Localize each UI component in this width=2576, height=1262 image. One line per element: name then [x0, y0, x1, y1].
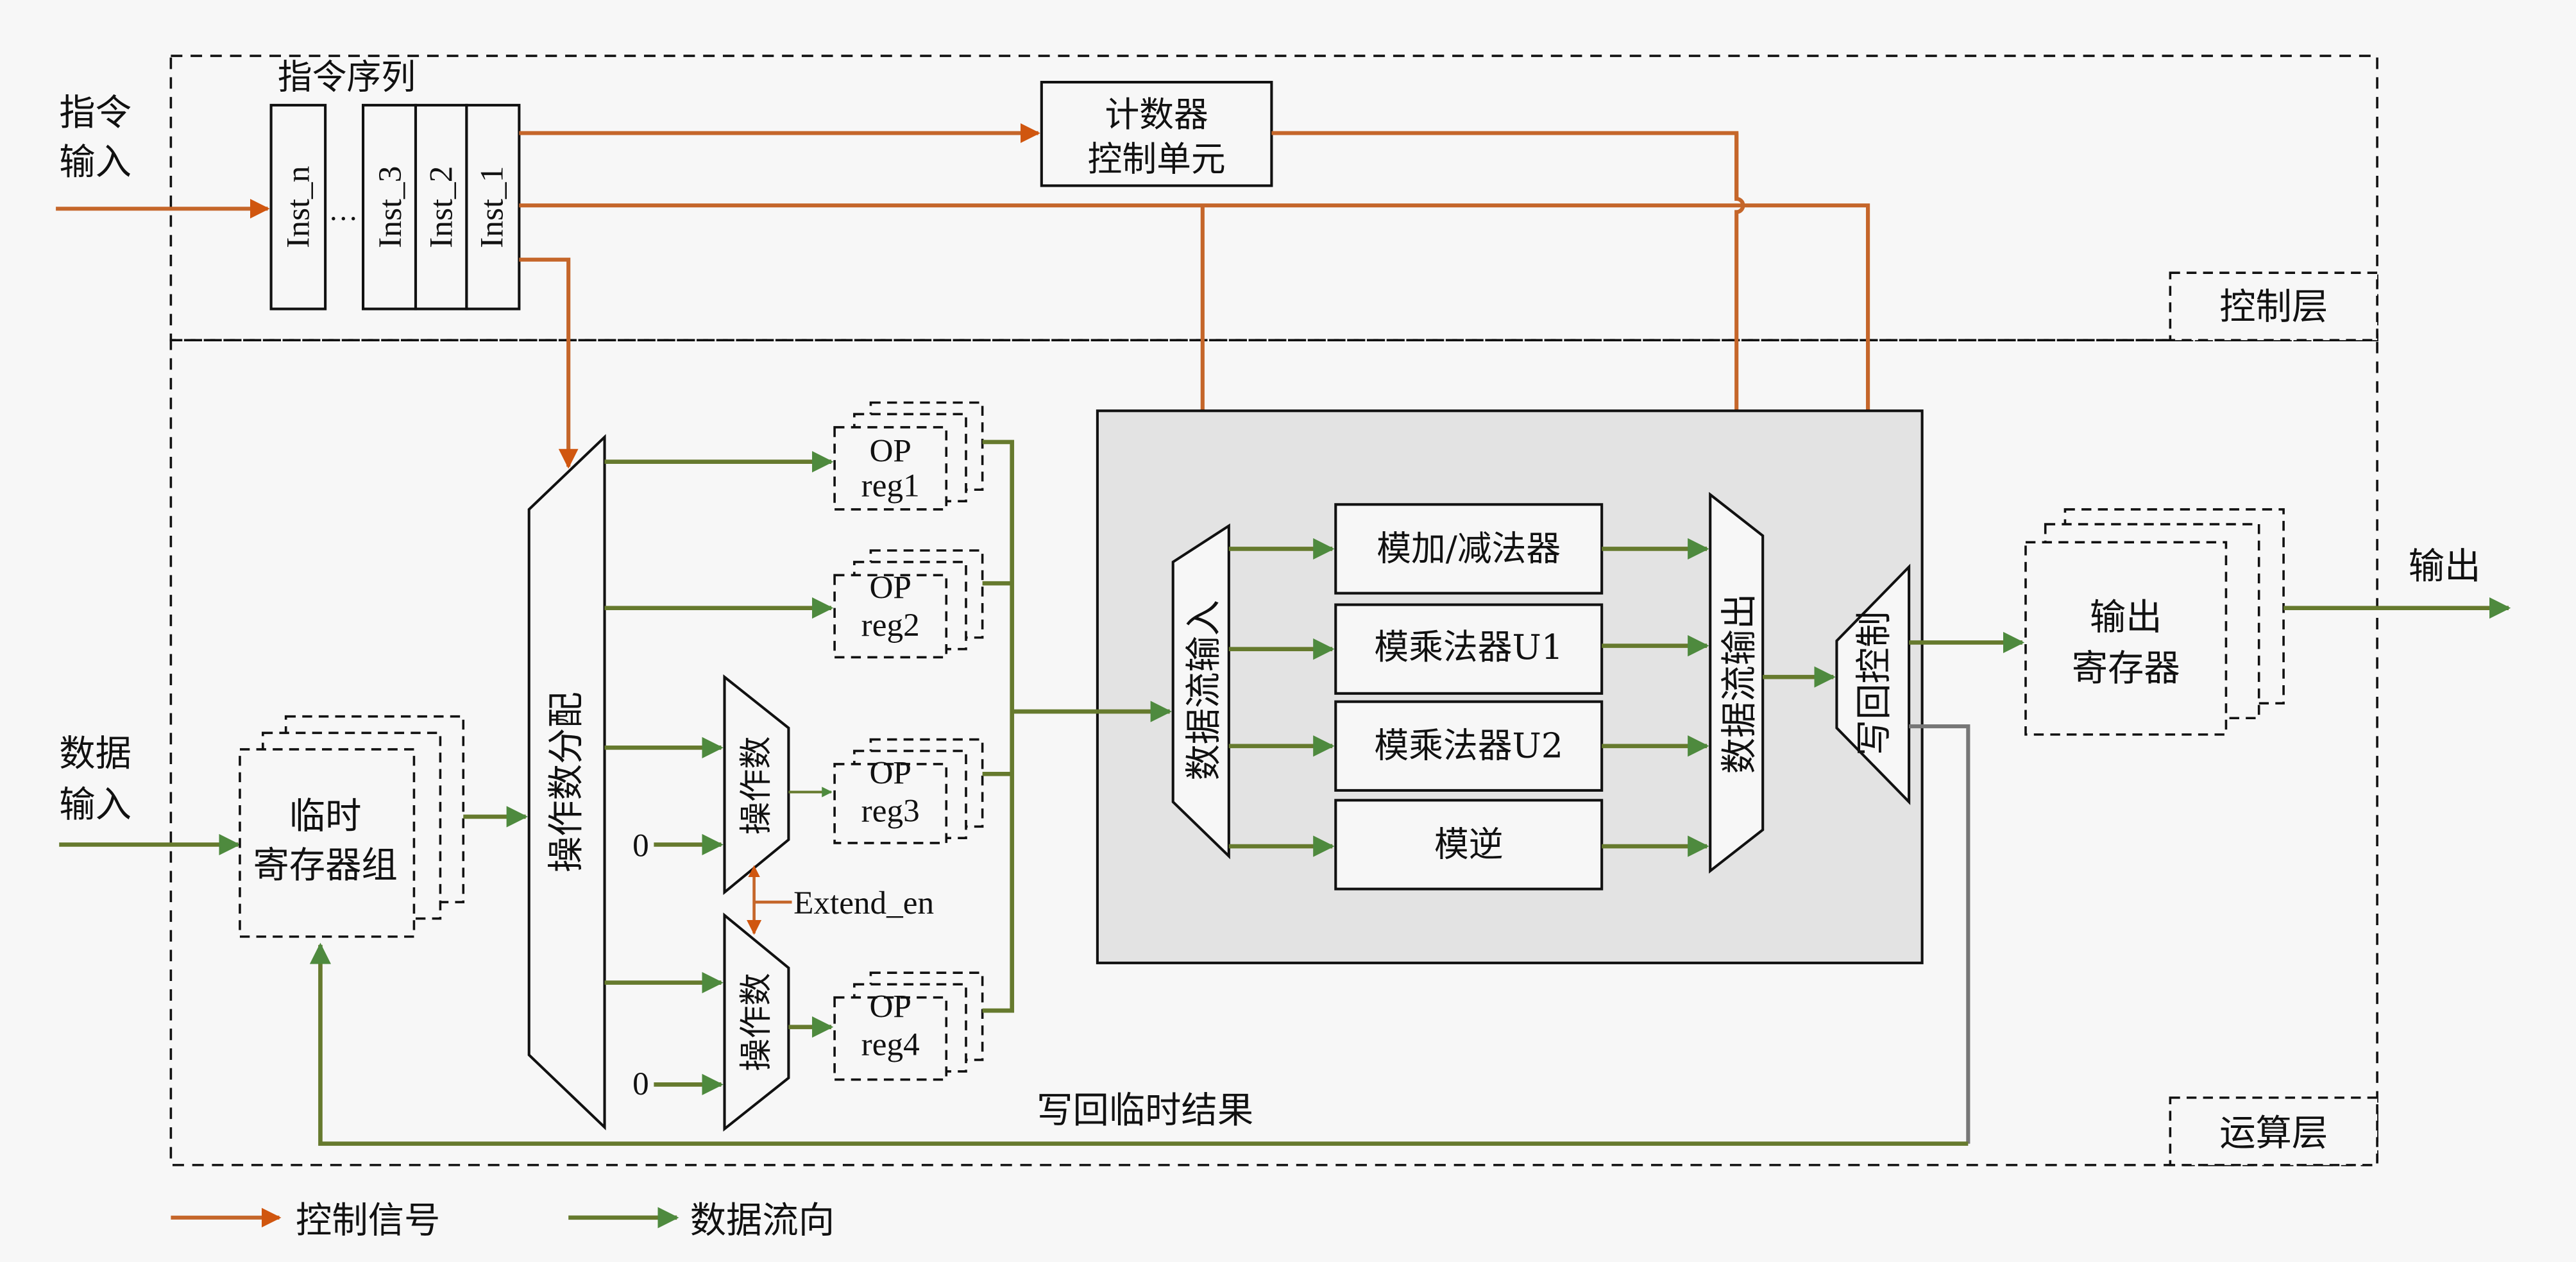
zero-input-lower: 0 — [632, 1066, 649, 1102]
temp-register-group: 临时 寄存器组 — [239, 715, 465, 938]
inst-n-slot — [269, 103, 327, 311]
zero-input-upper: 0 — [632, 827, 649, 864]
counter-control-unit: 计数器 控制单元 — [1040, 81, 1273, 187]
inst-2-slot — [414, 103, 468, 311]
compute-layer-label: 运算层 — [2219, 1113, 2328, 1154]
inst-2-label: Inst_2 — [423, 166, 459, 248]
op-register-4: OP reg4 — [833, 971, 984, 1081]
dataflow-output-label: 数据流输出 — [1718, 593, 1760, 774]
inst-n-label: Inst_n — [280, 166, 317, 248]
control-layer-tag: 控制层 — [2169, 271, 2378, 341]
ctrl-wire-counter-to-dataflow-out — [1271, 131, 1739, 199]
output-register: 输出 寄存器 — [2024, 508, 2285, 736]
data-bus-op-registers — [982, 439, 1015, 1013]
op-reg4-line1: OP — [869, 988, 911, 1025]
legend-control-label: 控制信号 — [296, 1200, 440, 1241]
operand-mux-lower-label: 操作数 — [737, 973, 775, 1071]
dataflow-input-mux: 数据流输入 — [1171, 523, 1230, 860]
op-reg3-line2: reg3 — [861, 793, 920, 830]
output-register-label-2: 寄存器 — [2072, 647, 2180, 689]
inst-1-slot — [465, 103, 521, 311]
temp-register-label-1: 临时 — [289, 796, 362, 837]
writeback-loop-bottom — [309, 942, 1969, 1146]
ctrl-wire-inst-to-dispatch — [519, 257, 579, 469]
data-input-label-2: 输入 — [59, 784, 131, 826]
unit-mod-mul-u1: 模乘法器U1 — [1334, 603, 1604, 695]
unit-mod-mul-u1-label: 模乘法器U1 — [1374, 627, 1563, 667]
data-input-label-1: 数据 — [59, 733, 131, 775]
op-reg1-line2: reg1 — [861, 467, 920, 504]
writeback-control-mux: 写回控制 — [1835, 563, 1911, 805]
control-layer-frame — [169, 55, 2378, 341]
operand-mux-upper-label: 操作数 — [737, 736, 775, 835]
control-layer-label: 控制层 — [2219, 286, 2328, 328]
dataflow-output-mux: 数据流输出 — [1709, 491, 1765, 874]
legend-data-label: 数据流向 — [690, 1200, 835, 1241]
inst-3-label: Inst_3 — [372, 166, 409, 248]
operand-mux-upper: 操作数 — [723, 674, 790, 896]
op-register-1: OP reg1 — [833, 401, 984, 511]
op-reg1-line1: OP — [869, 433, 911, 470]
op-reg2-line2: reg2 — [861, 607, 920, 644]
writeback-temp-result-label: 写回临时结果 — [1037, 1089, 1253, 1131]
op-reg2-line1: OP — [869, 569, 911, 606]
operand-dispatch-label: 操作数分配 — [546, 692, 588, 873]
inst-1-label: Inst_1 — [474, 166, 511, 248]
unit-mod-mul-u2-label: 模乘法器U2 — [1374, 726, 1563, 766]
instruction-input-label-2: 输入 — [59, 141, 131, 183]
instruction-sequence: Inst_n … Inst_3 Inst_2 Inst_1 — [269, 103, 521, 311]
op-register-3: OP reg3 — [833, 738, 984, 844]
unit-mod-inverse-label: 模逆 — [1434, 824, 1504, 864]
unit-mod-inverse: 模逆 — [1334, 799, 1604, 891]
output-register-label-1: 输出 — [2090, 597, 2162, 638]
operand-dispatch-block: 操作数分配 — [527, 434, 606, 1130]
legend: 控制信号 数据流向 — [171, 1200, 835, 1241]
op-reg4-line2: reg4 — [861, 1026, 920, 1062]
inst-ellipsis: … — [328, 194, 358, 226]
compute-layer-frame — [169, 339, 2378, 1166]
unit-mod-add-sub: 模加/减法器 — [1334, 503, 1604, 595]
extend-en-label: Extend_en — [793, 885, 934, 921]
writeback-control-label: 写回控制 — [1853, 611, 1895, 756]
unit-mod-mul-u2: 模乘法器U2 — [1334, 700, 1604, 792]
temp-register-label-2: 寄存器组 — [253, 845, 397, 887]
compute-layer-tag: 运算层 — [2169, 1096, 2378, 1166]
op-register-2: OP reg2 — [833, 549, 984, 659]
dataflow-input-label: 数据流输入 — [1183, 600, 1224, 781]
instruction-sequence-title: 指令序列 — [278, 56, 416, 97]
counter-unit-label-2: 控制单元 — [1088, 139, 1226, 179]
instruction-input-label-1: 指令 — [59, 92, 131, 134]
op-reg3-line1: OP — [869, 755, 911, 792]
counter-unit-label-1: 计数器 — [1105, 94, 1208, 135]
output-label: 输出 — [2409, 546, 2481, 588]
operand-mux-lower: 操作数 — [723, 912, 790, 1132]
writeback-loop-wire — [1909, 724, 1970, 1144]
unit-mod-add-sub-label: 模加/减法器 — [1377, 528, 1561, 568]
